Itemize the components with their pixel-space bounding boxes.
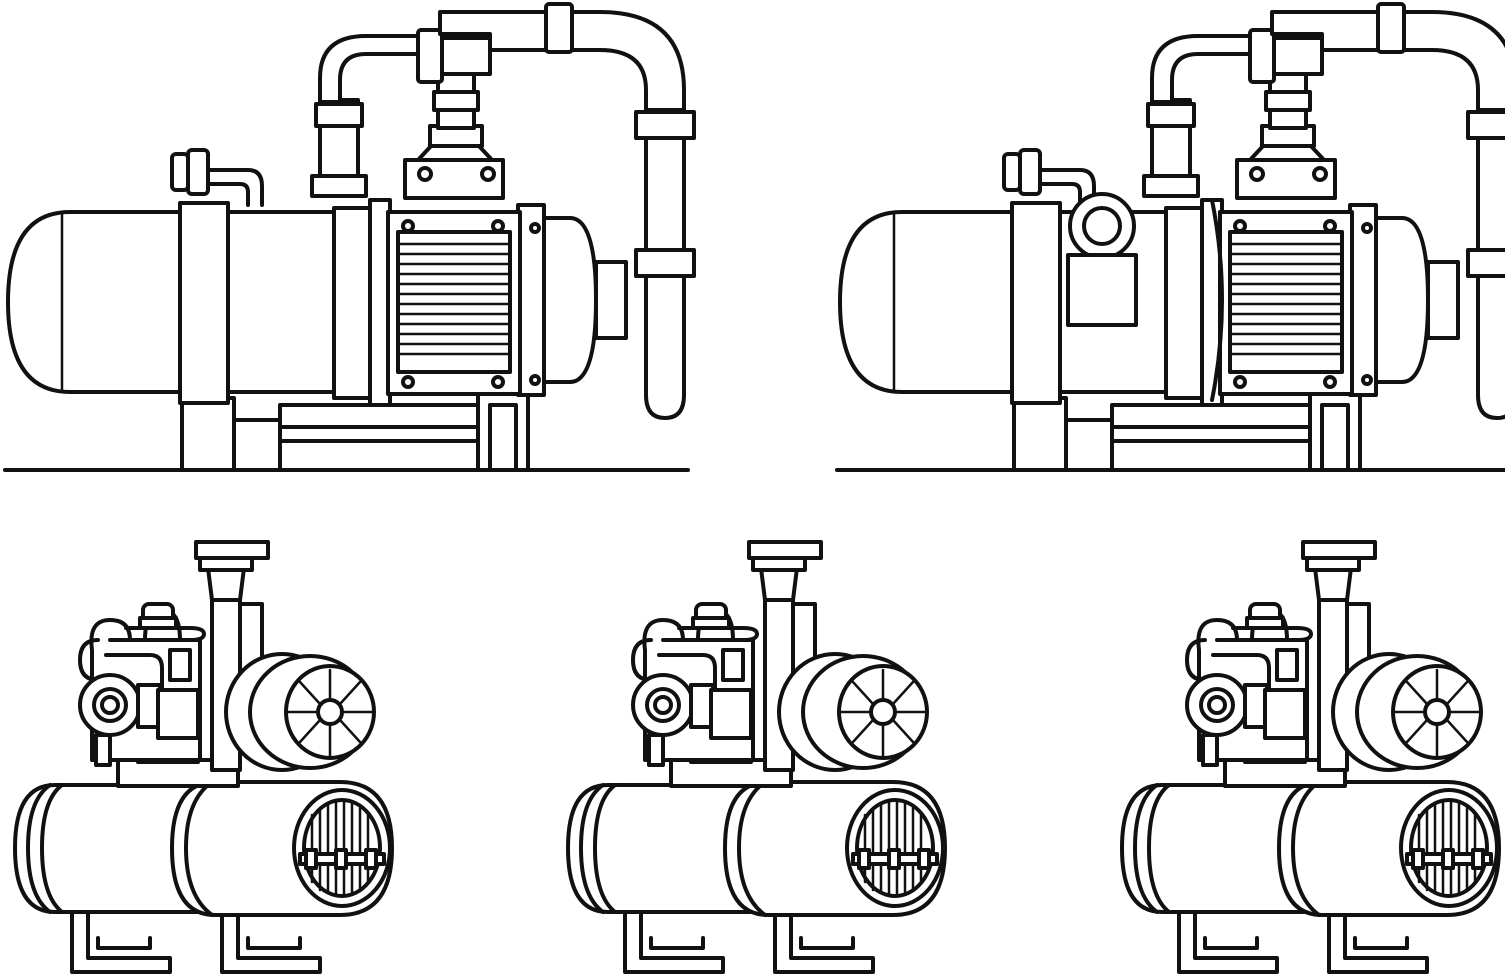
compressor-pump-icon xyxy=(1120,540,1501,974)
horizontal-pump-icon xyxy=(835,2,1505,472)
volute-housing-detail xyxy=(1066,192,1224,402)
compressor-pump-a xyxy=(13,540,394,974)
compressor-pump-b xyxy=(566,540,947,974)
horizontal-pump-b xyxy=(835,2,1505,472)
horizontal-pump-a xyxy=(3,2,696,472)
compressor-pump-c xyxy=(1120,540,1501,974)
compressor-pump-icon xyxy=(13,540,394,974)
compressor-pump-icon xyxy=(566,540,947,974)
horizontal-pump-icon xyxy=(3,2,696,472)
